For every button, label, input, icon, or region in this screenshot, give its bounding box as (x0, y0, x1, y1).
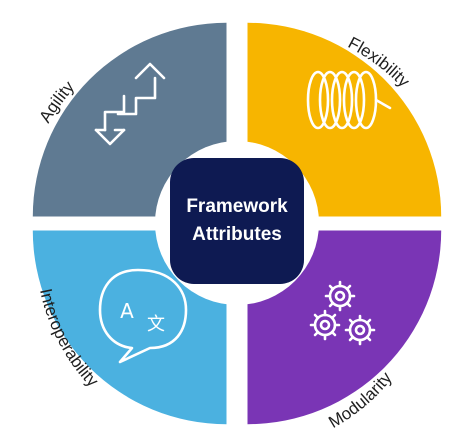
gears-icon (309, 280, 376, 346)
center-title-line2: Attributes (192, 224, 282, 245)
two-way-arrows-icon (94, 62, 166, 146)
spring-coil-icon (306, 70, 392, 130)
center-title-line1: Framework (186, 196, 288, 217)
center-box (170, 158, 304, 284)
translate-cjk-glyph: 文 (147, 314, 165, 335)
translate-latin-glyph: A (120, 299, 134, 323)
translate-bubble-icon: A 文 (98, 268, 188, 364)
